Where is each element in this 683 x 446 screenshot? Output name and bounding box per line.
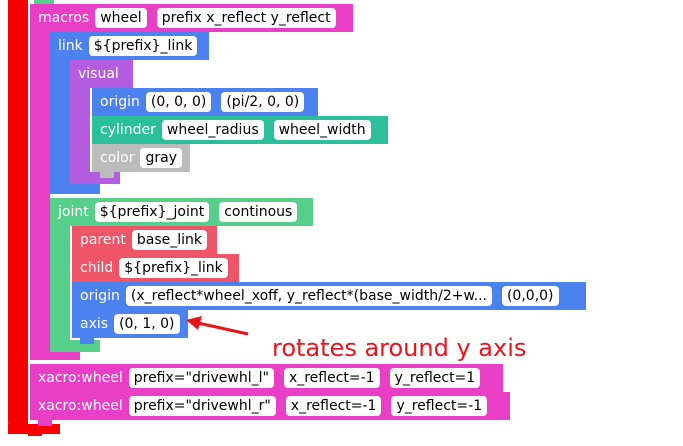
joint-name-field[interactable]: ${prefix}_joint	[94, 202, 210, 222]
origin-label-2: origin	[80, 288, 120, 304]
cylinder-radius-field[interactable]: wheel_radius	[161, 120, 264, 140]
child-label: child	[80, 260, 114, 276]
cylinder-label: cylinder	[100, 122, 156, 138]
axis-label: axis	[80, 316, 109, 332]
xacro-wheel-label-1: xacro:wheel	[38, 370, 123, 386]
call1-prefix-field[interactable]: prefix="drivewhl_l"	[128, 368, 274, 388]
axis-notch	[80, 338, 94, 344]
joint-type-field[interactable]: continous	[219, 202, 298, 222]
red-notch	[28, 430, 42, 436]
axis-block[interactable]: axis (0, 1, 0)	[72, 310, 188, 338]
origin2-xyz-field[interactable]: (x_reflect*wheel_xoff, y_reflect*(base_w…	[125, 286, 492, 306]
link-stripe	[50, 32, 70, 194]
origin1-rpy-field[interactable]: (pi/2, 0, 0)	[221, 92, 305, 112]
cylinder-width-field[interactable]: wheel_width	[273, 120, 371, 140]
call1-xreflect-field[interactable]: x_reflect=-1	[283, 368, 380, 388]
call2-yreflect-field[interactable]: y_reflect=-1	[391, 396, 488, 416]
macro-params-field[interactable]: prefix x_reflect y_reflect	[156, 8, 336, 28]
color-notch	[100, 172, 114, 178]
call2-notch	[38, 420, 52, 426]
origin2-rpy-field[interactable]: (0,0,0)	[501, 286, 559, 306]
color-label: color	[100, 150, 135, 166]
call2-prefix-field[interactable]: prefix="drivewhl_r"	[128, 396, 276, 416]
xacro-wheel-call-1[interactable]: xacro:wheel prefix="drivewhl_l" x_reflec…	[30, 364, 503, 392]
origin-block-1[interactable]: origin (0, 0, 0) (pi/2, 0, 0)	[92, 88, 318, 116]
macro-name-field[interactable]: wheel	[95, 8, 147, 28]
red-container-bottom	[8, 424, 60, 434]
joint-label: joint	[58, 204, 89, 220]
link-block[interactable]: link ${prefix}_link	[50, 32, 209, 60]
color-value-field[interactable]: gray	[140, 148, 182, 168]
red-container	[8, 0, 28, 432]
child-value-field[interactable]: ${prefix}_link	[119, 258, 228, 278]
origin-block-2[interactable]: origin (x_reflect*wheel_xoff, y_reflect*…	[72, 282, 586, 310]
link-label: link	[58, 38, 83, 54]
parent-block[interactable]: parent base_link	[72, 226, 217, 254]
child-block[interactable]: child ${prefix}_link	[72, 254, 239, 282]
parent-value-field[interactable]: base_link	[131, 230, 208, 250]
xacro-wheel-label-2: xacro:wheel	[38, 398, 123, 414]
xacro-wheel-call-2[interactable]: xacro:wheel prefix="drivewhl_r" x_reflec…	[30, 392, 510, 420]
call1-yreflect-field[interactable]: y_reflect=1	[389, 368, 481, 388]
macros-block[interactable]: macros wheel prefix x_reflect y_reflect	[30, 4, 353, 32]
annotation-text: rotates around y axis	[272, 334, 527, 362]
top-green-stub	[34, 0, 54, 4]
cylinder-block[interactable]: cylinder wheel_radius wheel_width	[92, 116, 388, 144]
arrow-icon	[186, 316, 249, 336]
link-name-field[interactable]: ${prefix}_link	[88, 36, 198, 56]
parent-label: parent	[80, 232, 126, 248]
visual-stripe	[70, 60, 90, 184]
color-block[interactable]: color gray	[92, 144, 190, 172]
joint-stripe	[50, 198, 70, 352]
origin1-xyz-field[interactable]: (0, 0, 0)	[145, 92, 212, 112]
visual-label: visual	[78, 66, 119, 82]
call2-xreflect-field[interactable]: x_reflect=-1	[285, 396, 382, 416]
visual-block[interactable]: visual	[70, 60, 133, 88]
macro-stripe	[30, 4, 50, 360]
joint-block[interactable]: joint ${prefix}_joint continous	[50, 198, 313, 226]
origin-label-1: origin	[100, 94, 140, 110]
macros-label: macros	[38, 10, 90, 26]
link-bottom	[50, 182, 100, 194]
axis-value-field[interactable]: (0, 1, 0)	[114, 314, 180, 334]
